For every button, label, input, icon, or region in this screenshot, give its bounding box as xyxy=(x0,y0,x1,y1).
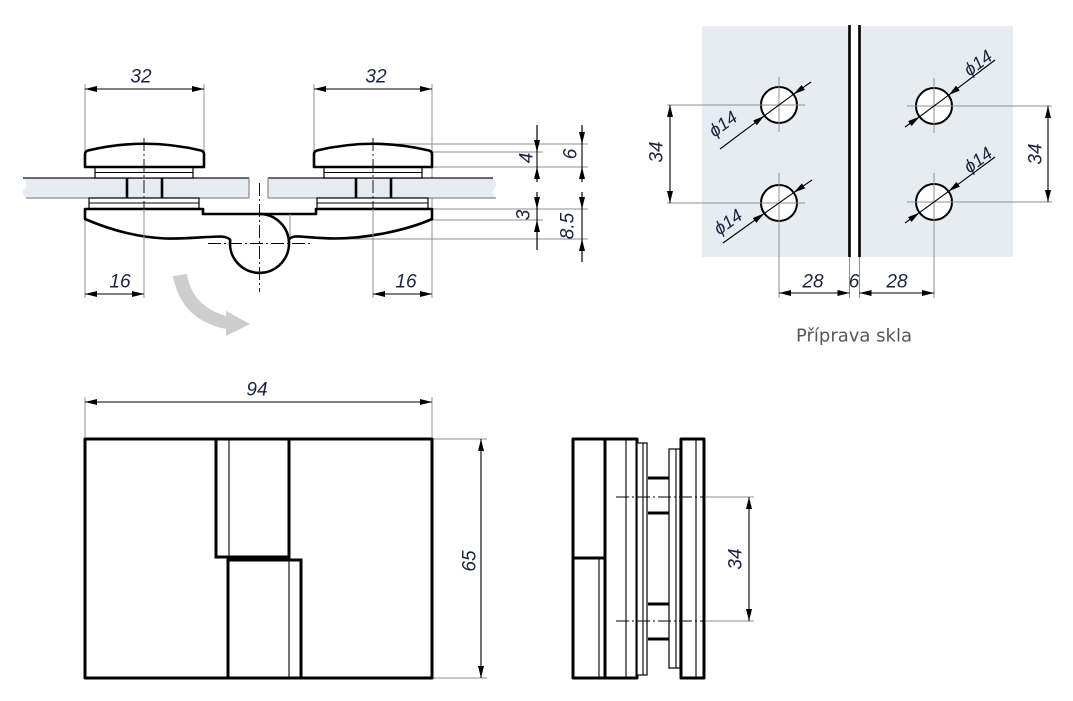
glass-pane-left xyxy=(22,177,250,199)
dimension-label: 16 xyxy=(109,272,131,293)
dimension-label: 8.5 xyxy=(558,212,579,239)
leader-line xyxy=(919,94,949,118)
gasket-plate-left xyxy=(636,442,648,676)
clamp-cap-left xyxy=(83,142,206,169)
side-cover-plate xyxy=(679,437,706,680)
dimension-side-hole-spacing: 34 xyxy=(726,497,752,621)
dimension-cap-width-left: 32 xyxy=(85,67,204,92)
front-view: 94 65 xyxy=(83,380,487,680)
dimension-label: 65 xyxy=(460,550,481,572)
side-view: 34 xyxy=(571,437,754,680)
glass-fill xyxy=(268,178,497,198)
glass-pane-right xyxy=(267,177,497,199)
dimension-label: 34 xyxy=(647,141,668,162)
dimension-label: 3 xyxy=(514,209,535,220)
dimension-plate-height: 8.5 xyxy=(558,192,585,262)
glass-prep-extension-lines xyxy=(667,77,1052,298)
knuckle-arc xyxy=(259,212,291,241)
dimension-axis-offset-left: 16 xyxy=(85,272,144,297)
leader-arrow xyxy=(904,116,920,128)
bolt-left xyxy=(125,178,164,198)
dimension-label: 28 xyxy=(885,272,908,293)
leader-arrow xyxy=(793,81,812,95)
glass-preparation-view: ϕ14 ϕ14 ϕ14 ϕ14 34 34 xyxy=(647,25,1052,347)
section-view: 32 32 16 16 4 6 3 xyxy=(22,67,588,336)
dimension-hole-spacing-right: 34 xyxy=(1026,106,1051,202)
leader-line xyxy=(764,93,794,117)
dimension-edge-distance-left: 28 xyxy=(779,272,850,296)
curved-arrow-icon xyxy=(173,274,250,336)
dimension-overall-width: 94 xyxy=(85,380,432,405)
side-block-inner xyxy=(603,437,639,680)
section-extension-lines xyxy=(84,84,588,298)
dimension-plate-thickness: 3 xyxy=(514,192,540,250)
leader-line xyxy=(919,190,949,214)
section-overlay-lines xyxy=(143,138,374,298)
dimension-label: 34 xyxy=(726,548,747,569)
leader-arrow xyxy=(904,212,920,224)
bolt-right xyxy=(354,178,393,198)
leader-line xyxy=(763,192,795,214)
leader-arrow xyxy=(793,179,813,194)
dimension-label: 6 xyxy=(561,148,582,159)
dimension-label: 6 xyxy=(849,272,860,293)
dimension-overall-height: 65 xyxy=(460,439,484,678)
leader-arrow xyxy=(948,59,996,96)
leader-arrow xyxy=(722,212,765,244)
dimension-label: 32 xyxy=(130,67,152,88)
upper-knuckle xyxy=(214,439,291,559)
washer-lower-right xyxy=(316,197,429,210)
gasket-plate-right xyxy=(668,448,681,669)
lower-knuckle xyxy=(226,558,303,678)
dimension-label: 16 xyxy=(395,272,417,293)
dimension-label: 4 xyxy=(517,153,538,164)
dimension-cap-width-right: 32 xyxy=(314,67,432,92)
hinge-body xyxy=(83,207,434,275)
dimension-axis-offset-right: 16 xyxy=(373,272,432,297)
dimension-glass-gap: 6 xyxy=(849,272,860,293)
leader-arrow xyxy=(719,115,765,150)
dimension-label: 34 xyxy=(1026,143,1047,164)
dimension-cap-height: 6 xyxy=(561,125,585,182)
dimension-edge-distance-right: 28 xyxy=(859,272,934,296)
dimension-label: 94 xyxy=(246,380,267,401)
glass-fill xyxy=(22,178,249,198)
dimension-cap-thickness: 4 xyxy=(517,125,540,182)
dimension-label: 32 xyxy=(365,67,387,88)
dimension-label: 28 xyxy=(801,272,824,293)
leader-arrow xyxy=(948,156,996,192)
dimension-hole-spacing-left: 34 xyxy=(647,105,673,203)
glass-preparation-caption: Příprava skla xyxy=(796,326,912,347)
